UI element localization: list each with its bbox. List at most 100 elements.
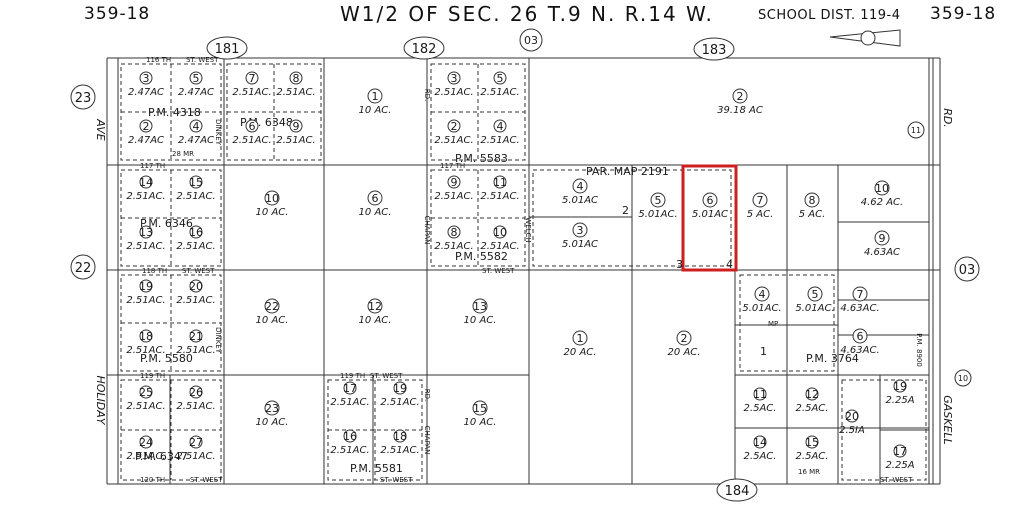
parcel-number[interactable]: 3 [451,72,458,85]
parcel-number[interactable]: 2 [143,120,150,133]
parcel-number[interactable]: 6 [249,120,256,133]
parcel-number[interactable]: 5 [812,288,819,301]
parcel-number[interactable]: 6 [707,194,714,207]
parcel-number-circle [393,429,407,443]
parcel-number[interactable]: 1 [577,332,584,345]
street-120th-west-b: ST. WEST [380,476,413,484]
street-118th-west: ST. WEST [182,267,215,275]
parcel-number[interactable]: 1 [372,90,379,103]
parcel-number[interactable]: 18 [139,330,153,343]
parcel-number[interactable]: 15 [473,402,487,415]
mp-label: MP [768,320,778,328]
road-gaskell: GASKELL [941,395,954,444]
parcel-number[interactable]: 2 [681,332,688,345]
parcel-number-circle [393,381,407,395]
road-dinkey-lower: DINKEY [214,327,222,354]
parcel-number[interactable]: 5 [497,72,504,85]
parcel-number[interactable]: 6 [372,192,379,205]
parcel-number-circle [189,225,203,239]
parcel-number[interactable]: 7 [249,72,256,85]
parcel-number[interactable]: 19 [139,280,153,293]
parcel-number[interactable]: 27 [189,436,203,449]
parcel-number[interactable]: 13 [139,226,153,239]
road-rd-right: RD. [941,108,954,128]
parcel-number[interactable]: 24 [139,436,153,449]
parcel-number[interactable]: 2 [451,120,458,133]
parcel-number-circle [702,192,718,208]
map-book-182: 182 [412,42,437,57]
parcel-number-circle [367,88,383,104]
parcel-area: 2.25A [885,395,914,406]
parcel-number[interactable]: 14 [753,436,767,449]
parcel-number[interactable]: 10 [875,182,889,195]
parcel-number-circle [289,71,303,85]
street-119th-west: ST. WEST [370,372,403,380]
parcel-number[interactable]: 4 [577,180,584,193]
dashed-parcel-boundaries [120,63,927,481]
parcel-number[interactable]: 9 [293,120,300,133]
parcel-number[interactable]: 17 [343,382,357,395]
map-book-183: 183 [702,43,727,58]
parcel-number[interactable]: 20 [845,410,859,423]
parcel-number[interactable]: 19 [393,382,407,395]
parcel-number[interactable]: 10 [493,226,507,239]
parcel-area: 4.63AC [864,247,900,258]
parcel-number-circle [367,190,383,206]
parcel-number-circle [447,175,461,189]
parcel-number[interactable]: 12 [368,300,382,313]
parcel-number[interactable]: 22 [265,300,279,313]
parcel-area: 4.63AC. [840,345,879,356]
parcel-area: 2.51AC. [126,451,165,462]
school-district: SCHOOL DIST. 119-4 [758,8,901,23]
parcel-number[interactable]: 9 [451,176,458,189]
parcel-number-circle [189,279,203,293]
parcel-number-circle [264,298,280,314]
parcel-number[interactable]: 17 [893,445,907,458]
parcel-number[interactable]: 11 [753,388,767,401]
parcel-number[interactable]: 16 [343,430,357,443]
parcel-number[interactable]: 15 [805,436,819,449]
parcel-number[interactable]: 12 [805,388,819,401]
street-118th-west-b: ST. WEST [482,267,515,275]
parcel-area: 2.51AC. [480,135,519,146]
parcel-number-circle [343,429,357,443]
parcel-number[interactable]: 23 [265,402,279,415]
parcel-number[interactable]: 10 [265,192,279,205]
parcel-number[interactable]: 3 [577,224,584,237]
parcel-number[interactable]: 13 [473,300,487,313]
parcel-number[interactable]: 8 [809,194,816,207]
parcel-number[interactable]: 7 [857,288,864,301]
parcel-number[interactable]: 8 [451,226,458,239]
parcel-number[interactable]: 25 [139,386,153,399]
parcel-area: 4.63AC. [840,303,879,314]
parcel-number[interactable]: 26 [189,386,203,399]
parcel-area: 2.47AC [128,135,164,146]
parcel-number[interactable]: 4 [759,288,766,301]
parcel-number[interactable]: 20 [189,280,203,293]
parcel-number[interactable]: 5 [655,194,662,207]
parcel-number[interactable]: 9 [879,232,886,245]
parcel-number[interactable]: 14 [139,176,153,189]
parcel-number[interactable]: 16 [189,226,203,239]
parcel-number[interactable]: 19 [893,380,907,393]
parcel-number-circle [343,381,357,395]
map-book-03-right: 03 [959,263,976,278]
parcel-number[interactable]: 18 [393,430,407,443]
parcel-number[interactable]: 2 [737,90,744,103]
parcel-number-circle [852,286,868,302]
parcel-number[interactable]: 4 [497,120,504,133]
parcel-number[interactable]: 21 [189,330,203,343]
lot-3: 3 [676,258,683,271]
road-holiday: HOLIDAY [94,375,107,425]
street-119th: 119 TH [140,372,165,380]
parcel-number[interactable]: 5 [193,72,200,85]
parcel-area: 10 AC. [464,315,497,326]
parcel-number[interactable]: 11 [493,176,507,189]
parcel-number[interactable]: 4 [193,120,200,133]
parcel-number[interactable]: 15 [189,176,203,189]
parcel-number[interactable]: 8 [293,72,300,85]
parcel-number[interactable]: 6 [857,330,864,343]
parcel-number[interactable]: 3 [143,72,150,85]
parcel-number[interactable]: 7 [757,194,764,207]
parcel-number-circle [805,435,819,449]
